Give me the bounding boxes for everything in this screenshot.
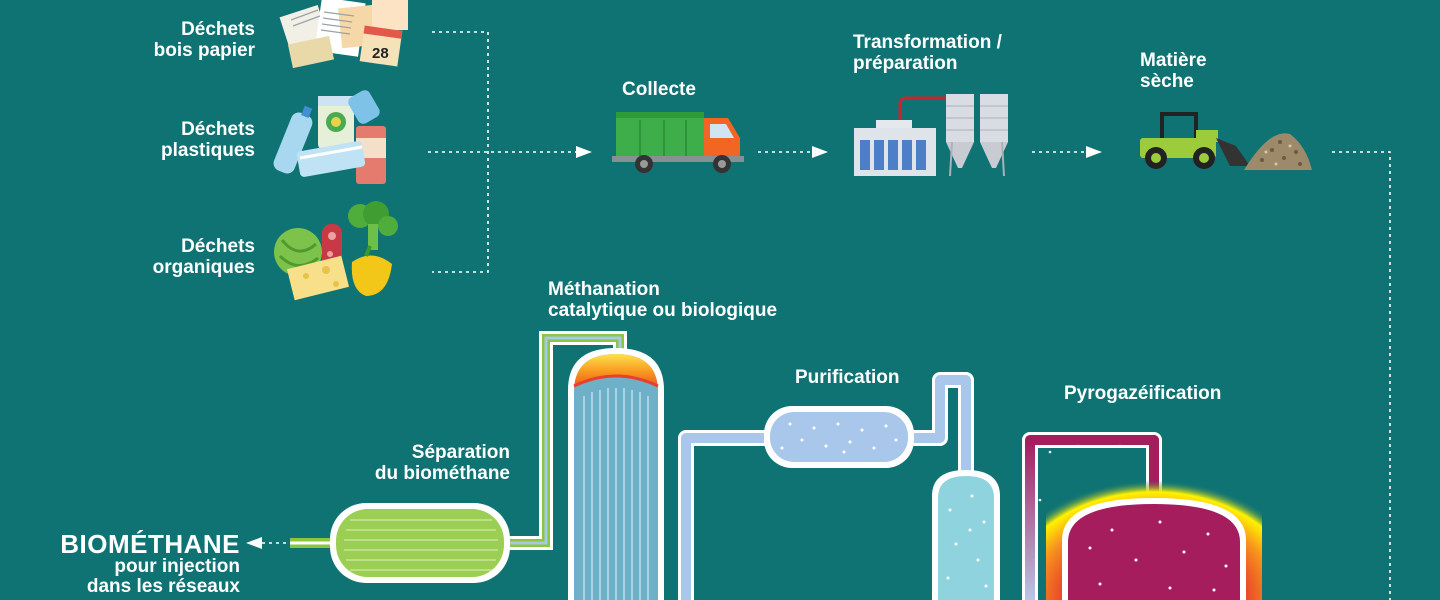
separation-unit bbox=[330, 503, 510, 583]
label-line: organiques bbox=[152, 257, 255, 278]
label-line: Séparation bbox=[411, 442, 510, 463]
calendar-date: 28 bbox=[372, 45, 389, 62]
label-line: plastiques bbox=[161, 140, 255, 161]
label-dechets-plastiques: Déchets plastiques bbox=[161, 119, 255, 161]
line-to-pyro bbox=[1332, 151, 1391, 600]
biomethane-title: BIOMÉTHANE bbox=[60, 529, 240, 559]
arrowhead-icon bbox=[246, 537, 262, 549]
arrowhead-icon bbox=[1086, 146, 1102, 158]
pyrogazeification-reactor bbox=[1034, 440, 1262, 600]
label-dechets-organiques: Déchets organiques bbox=[153, 236, 255, 278]
label-dechets-bois-papier: Déchets bois papier bbox=[154, 19, 255, 61]
green-pipe bbox=[290, 331, 627, 550]
label-line: préparation bbox=[853, 53, 958, 74]
methanation-reactor bbox=[568, 348, 664, 600]
label-line: du biométhane bbox=[374, 463, 510, 484]
label-line: Déchets bbox=[181, 236, 255, 257]
label-line: Déchets bbox=[181, 119, 255, 140]
label-collecte: Collecte bbox=[622, 79, 696, 100]
cyan-tank bbox=[932, 470, 1000, 600]
arrowhead-icon bbox=[812, 146, 828, 158]
label-line: Transformation / bbox=[853, 32, 1002, 53]
label-transformation: Transformation / préparation bbox=[853, 32, 1002, 74]
label-pyrogazeification: Pyrogazéification bbox=[1064, 383, 1222, 404]
label-line: Déchets bbox=[181, 19, 255, 40]
label-methanation: Méthanation catalytique ou biologique bbox=[548, 279, 777, 321]
paper-documents-icon bbox=[279, 0, 408, 69]
blue-pipe bbox=[678, 372, 974, 600]
label-line: pour injection bbox=[114, 556, 240, 577]
label-matiere-seche: Matière sèche bbox=[1140, 50, 1207, 92]
label-separation: Séparation du biométhane bbox=[375, 442, 510, 484]
dotted-connectors bbox=[262, 31, 1391, 600]
biomethane-subtitle: pour injection dans les réseaux bbox=[87, 557, 240, 597]
label-line: Méthanation bbox=[548, 279, 660, 300]
plastic-bottles-icon bbox=[273, 90, 386, 184]
factory-silos-icon bbox=[854, 94, 1008, 177]
label-line: Matière bbox=[1140, 50, 1207, 71]
garbage-truck-icon bbox=[612, 112, 744, 173]
label-line: dans les réseaux bbox=[86, 576, 240, 597]
purification-filter bbox=[764, 406, 914, 468]
label-line: bois papier bbox=[153, 40, 255, 61]
dry-matter-pile-icon bbox=[1244, 133, 1312, 170]
label-line: catalytique ou biologique bbox=[548, 300, 778, 321]
label-line: sèche bbox=[1140, 71, 1194, 92]
label-purification: Purification bbox=[795, 367, 900, 388]
input-merge-line bbox=[432, 31, 489, 273]
wheel-loader-icon bbox=[1140, 112, 1250, 169]
vegetables-icon bbox=[274, 201, 398, 301]
arrowheads bbox=[246, 146, 1102, 549]
arrowhead-icon bbox=[576, 146, 592, 158]
